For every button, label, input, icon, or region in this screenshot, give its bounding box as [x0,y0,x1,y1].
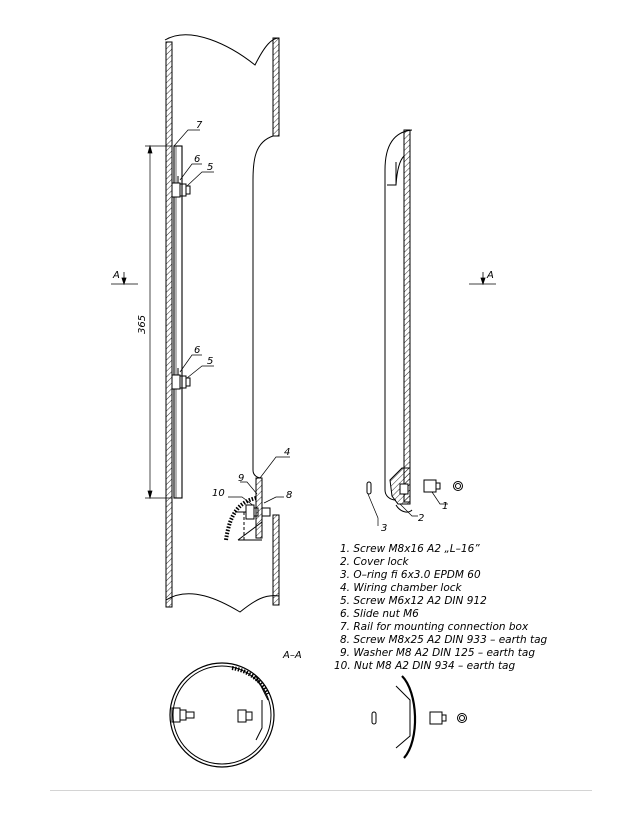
section-marker-right [469,272,496,286]
legend-item-3: 3. O–ring fi 6x3.0 EPDM 60 [340,569,481,581]
mounting-rail [173,145,183,499]
callout-2: 2 [418,513,424,524]
callout-3: 3 [381,523,387,534]
legend-item-4: 4. Wiring chamber lock [340,582,463,594]
screw-assembly-lower [171,368,191,390]
callout-8: 8 [286,490,292,501]
callout-6-lower: 6 [194,345,200,356]
page-bottom-divider [50,790,592,791]
section-marker-label-left: A [112,270,120,281]
legend-item-2: 2. Cover lock [340,556,410,568]
wiring-chamber-lock [224,477,271,541]
legend-item-7: 7. Rail for mounting connection box [340,621,529,633]
dimension-365 [145,144,172,500]
cover-side-view [384,129,413,503]
cover-lock [389,467,413,513]
callout-6-upper: 6 [194,154,200,165]
callout-7: 7 [196,120,203,131]
pole-front-view [164,34,280,613]
leader-lines [173,129,290,507]
callout-9: 9 [238,473,244,484]
legend-item-6: 6. Slide nut M6 [340,608,419,620]
legend-item-10: 10. Nut M8 A2 DIN 934 – earth tag [334,660,515,672]
section-view-circle [169,662,275,768]
section-marker-label-right: A [486,270,494,281]
callout-10: 10 [212,488,225,499]
parts-legend: 1. Screw M8x16 A2 „L–16” 2. Cover lock 3… [334,543,548,672]
right-leader-lines [367,491,448,526]
legend-item-9: 9. Washer M8 A2 DIN 125 – earth tag [340,647,535,659]
legend-item-8: 8. Screw M8x25 A2 DIN 933 – earth tag [340,634,548,646]
callout-1: 1 [442,501,448,512]
screw-assembly-upper [171,176,191,198]
section-view-cover-detail [371,675,467,759]
o-ring [366,481,372,495]
legend-item-1: 1. Screw M8x16 A2 „L–16” [340,543,480,555]
screw-m8x16 [423,479,463,493]
section-title: A–A [282,650,302,661]
callout-5-upper: 5 [207,162,213,173]
dimension-label: 365 [137,315,148,334]
callout-5-lower: 5 [207,356,213,367]
callout-4: 4 [284,447,290,458]
section-marker-left [111,272,138,286]
legend-item-5: 5. Screw M6x12 A2 DIN 912 [340,595,487,607]
